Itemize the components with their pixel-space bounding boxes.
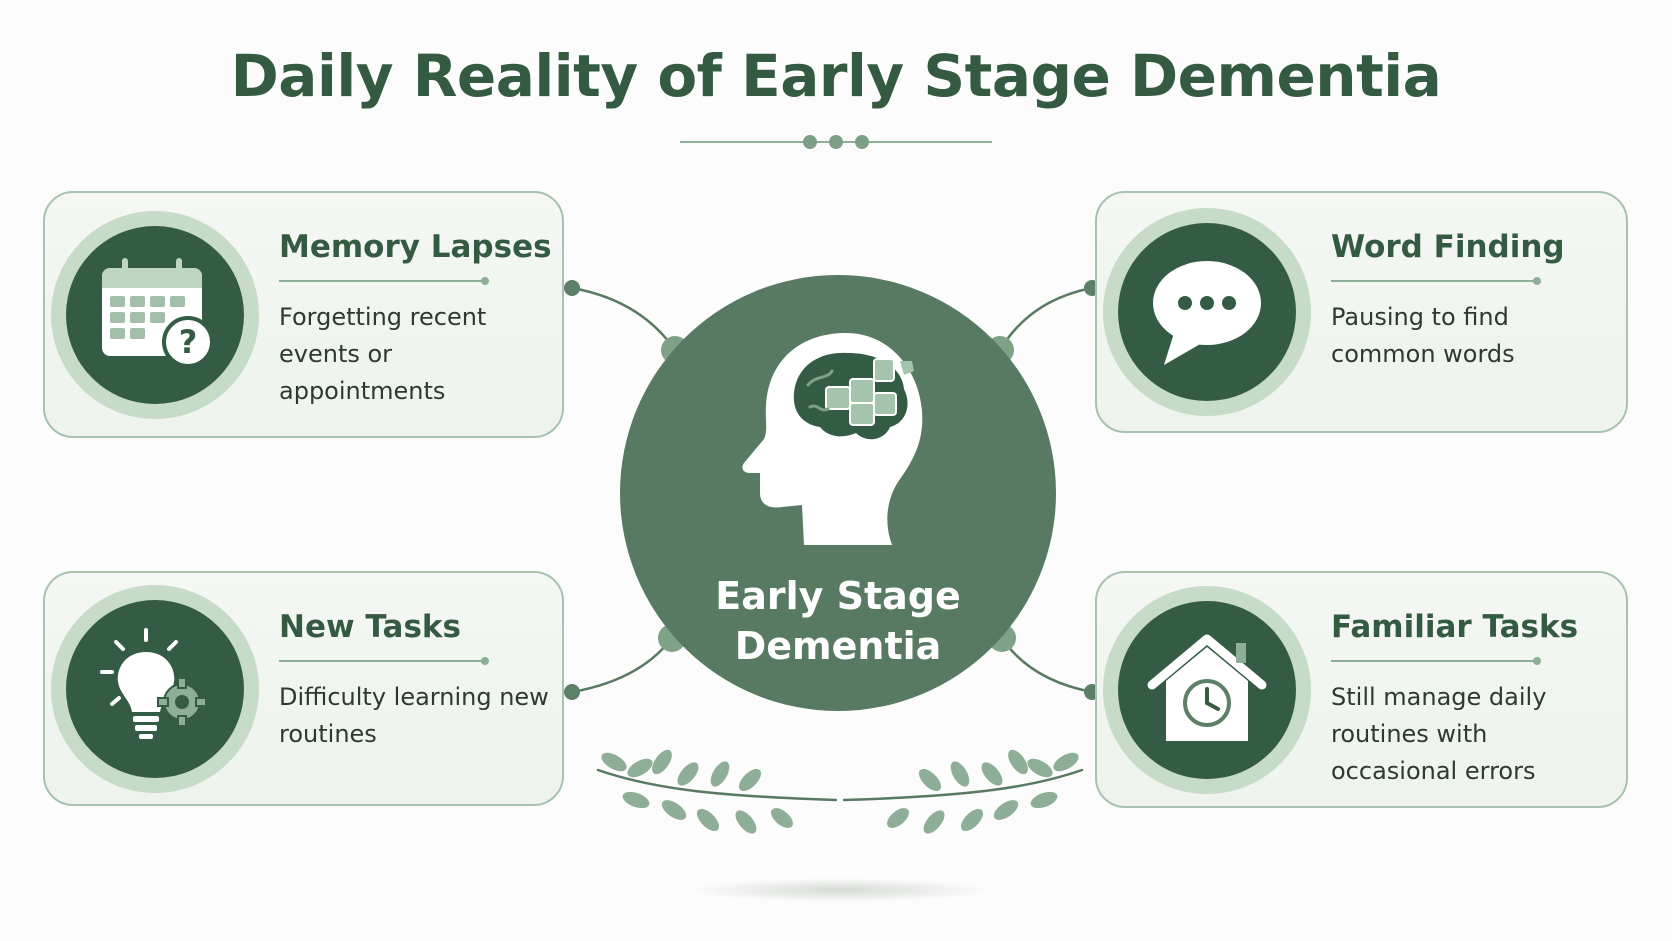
house-clock-icon — [1147, 634, 1267, 741]
word-finding-title: Word Finding — [1331, 229, 1565, 265]
new-tasks-title: New Tasks — [279, 609, 461, 645]
card-word-finding: Word Finding Pausing to find common word… — [1095, 191, 1628, 433]
center-label-line2: Dementia — [734, 624, 942, 668]
speech-bubble-icon — [1153, 261, 1261, 365]
familiar-tasks-title: Familiar Tasks — [1331, 609, 1579, 645]
familiar-tasks-title-rule — [1331, 657, 1541, 665]
lightbulb-gear-icon — [100, 627, 207, 739]
ground-shadow-decoration — [690, 878, 990, 902]
head-puzzle-brain-icon — [742, 333, 923, 545]
card-memory-lapses: ? Memory Lapses Forgetting recent events… — [43, 191, 564, 438]
center-label-line1: Early Stage — [715, 574, 961, 618]
new-tasks-title-rule — [279, 657, 489, 665]
memory-badge: ? — [51, 210, 259, 419]
laurel-branches-decoration — [596, 749, 1084, 834]
card-familiar-tasks: Familiar Tasks Still manage daily routin… — [1095, 571, 1628, 808]
page-title: Daily Reality of Early Stage Dementia — [230, 42, 1442, 110]
memory-title-rule — [279, 277, 489, 285]
new-tasks-badge — [51, 584, 259, 793]
word-badge — [1103, 208, 1311, 416]
calendar-question-icon: ? — [102, 257, 214, 368]
word-finding-description: Pausing to find common words — [1331, 303, 1515, 368]
card-new-tasks: New Tasks Difficulty learning new routin… — [43, 571, 564, 806]
title-divider — [680, 135, 992, 149]
familiar-tasks-badge — [1103, 585, 1311, 794]
memory-lapses-title: Memory Lapses — [279, 229, 552, 265]
svg-text:?: ? — [179, 323, 198, 361]
center-label: Early Stage Dementia — [620, 571, 1056, 671]
word-title-rule — [1331, 277, 1541, 285]
new-tasks-description: Difficulty learning new routines — [279, 683, 549, 748]
center-hub: Early Stage Dementia — [620, 275, 1056, 711]
familiar-tasks-description: Still manage daily routines with occasio… — [1331, 683, 1547, 785]
memory-lapses-description: Forgetting recent events or appointments — [279, 303, 487, 405]
